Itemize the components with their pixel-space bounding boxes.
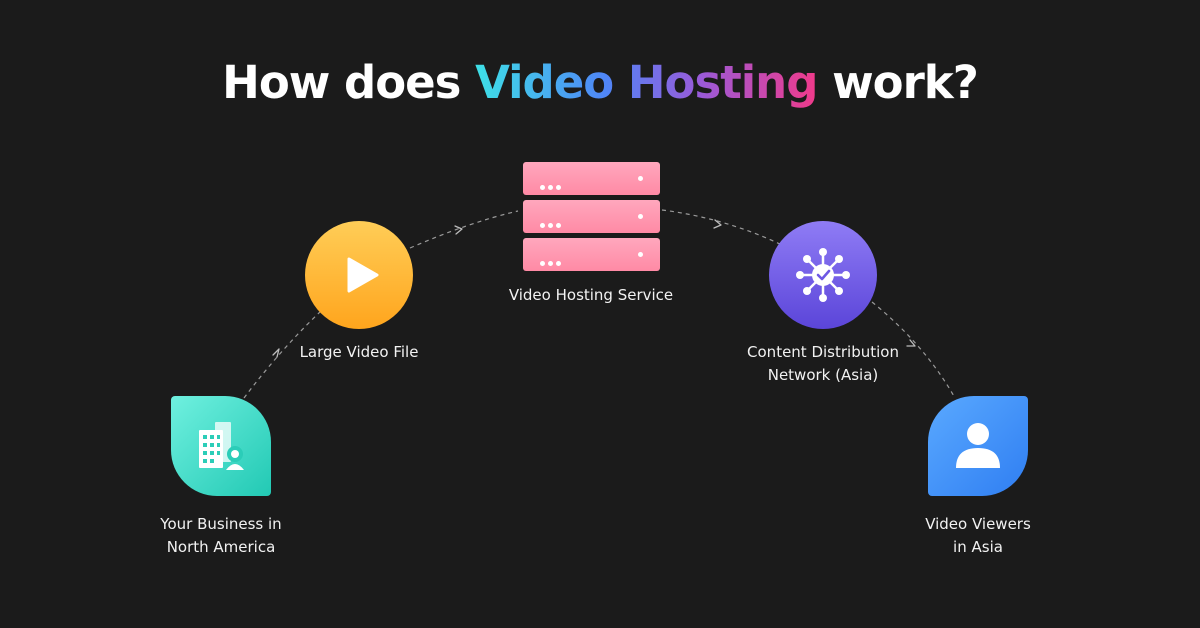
server-unit-1: [523, 162, 660, 195]
hosting-label: Video Hosting Service: [508, 286, 674, 304]
business-label: Your Business in North America: [121, 513, 321, 559]
video-file-icon-bg: [305, 221, 413, 329]
server-unit-3: [523, 238, 660, 271]
play-icon: [347, 257, 379, 293]
business-label-line2: North America: [166, 538, 276, 556]
cdn-label: Content Distribution Network (Asia): [713, 341, 933, 387]
flow-connector-3: [661, 209, 783, 246]
arrowhead-4: [906, 339, 916, 347]
viewers-label-line1: Video Viewers: [925, 515, 1031, 533]
flow-connector-4: [871, 301, 956, 399]
business-icon-bg: [171, 396, 271, 496]
cdn-label-line2: Network (Asia): [767, 366, 879, 384]
network-hub-check-icon: [796, 248, 850, 302]
cdn-icon-bg: [769, 221, 877, 329]
title-highlight: Video Hosting: [475, 56, 818, 109]
arrowhead-1: [272, 348, 280, 358]
flow-connector-1: [243, 309, 323, 399]
business-label-line1: Your Business in: [160, 515, 282, 533]
page-title: How does Video Hosting work?: [0, 56, 1200, 109]
title-suffix: work?: [817, 56, 979, 109]
arrowhead-3: [713, 219, 722, 229]
title-prefix: How does: [222, 56, 476, 109]
viewers-label: Video Viewers in Asia: [878, 513, 1078, 559]
flow-connector-2: [409, 210, 519, 249]
arrowhead-2: [454, 225, 463, 235]
user-icon: [956, 423, 1000, 468]
viewers-icon-bg: [928, 396, 1028, 496]
cdn-label-line1: Content Distribution: [747, 343, 899, 361]
server-unit-2: [523, 200, 660, 233]
viewers-label-line2: in Asia: [953, 538, 1003, 556]
video-file-label: Large Video File: [299, 343, 419, 361]
office-building-user-icon: [199, 422, 244, 470]
